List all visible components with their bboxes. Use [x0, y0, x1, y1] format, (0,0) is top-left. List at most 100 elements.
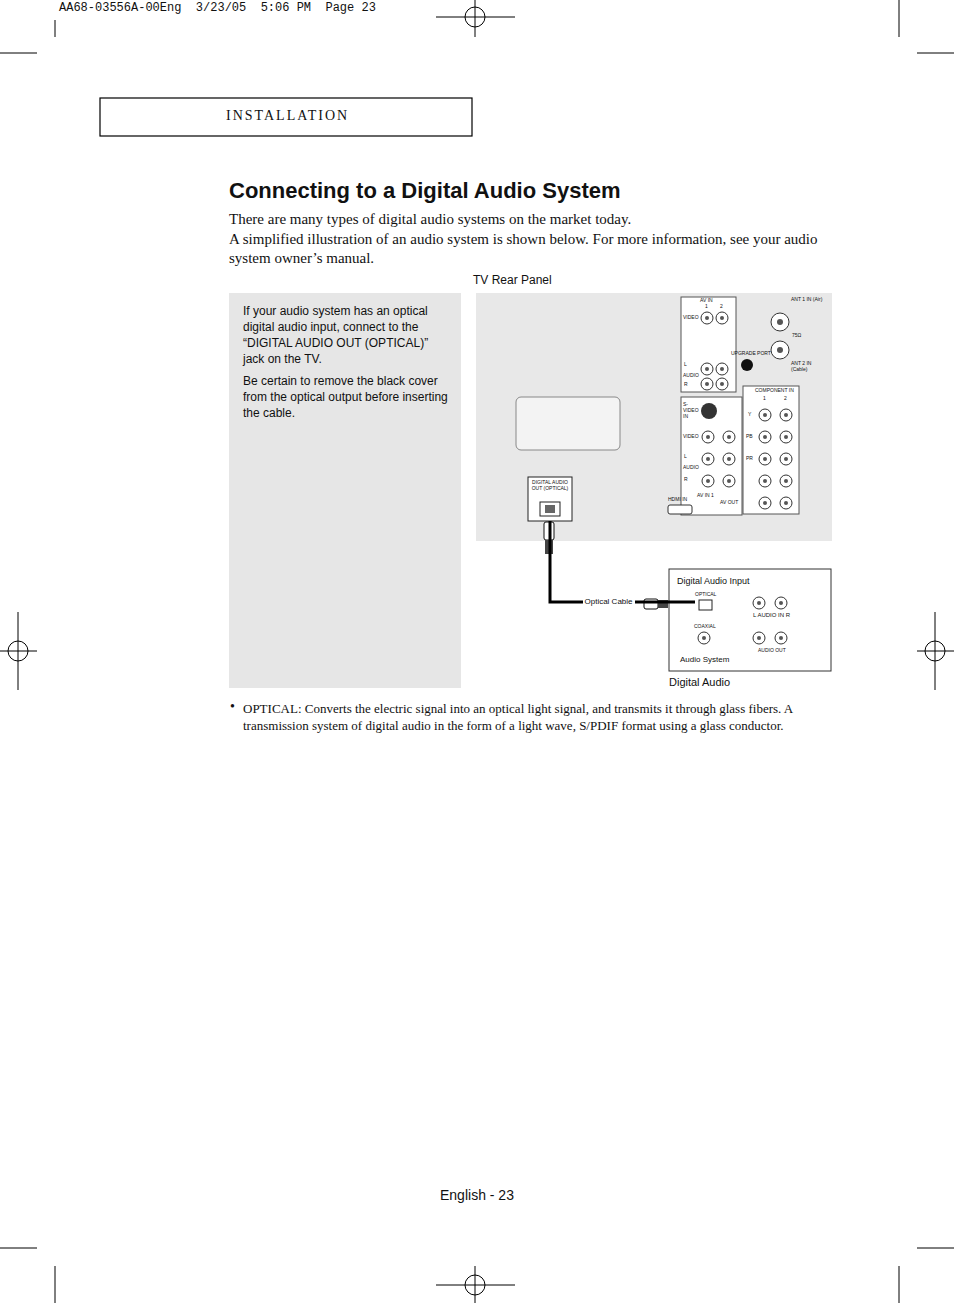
port-label: S-VIDEO IN	[683, 402, 699, 419]
optical-input-socket	[699, 600, 712, 610]
node-text: Digital Audio	[669, 676, 730, 688]
port-label: UPGRADE PORT	[731, 351, 771, 357]
rca-jack-pin	[706, 435, 710, 439]
rca-jack	[780, 431, 792, 443]
node-text: Audio System	[680, 655, 729, 664]
port-label: 1	[705, 304, 708, 310]
port-label: R	[684, 382, 688, 388]
rca-jack	[753, 597, 765, 609]
tv-rear-panel	[476, 293, 832, 541]
port-label: AV OUT	[720, 500, 738, 506]
av-in-block	[681, 297, 736, 392]
rca-jack-pin	[779, 601, 783, 605]
rca-jack	[701, 378, 713, 390]
rca-jack-pin	[702, 636, 706, 640]
crop-line	[475, 0, 476, 37]
rca-jack	[701, 363, 713, 375]
rca-jack	[702, 475, 714, 487]
bullet-text: OPTICAL: Converts the electric signal in…	[243, 700, 838, 734]
port-label: PR	[746, 456, 753, 462]
port-label: AUDIO	[683, 465, 699, 471]
antenna-jack	[771, 341, 789, 359]
rca-jack-pin	[727, 457, 731, 461]
audio-system: Digital Audio InputAudio SystemDigital A…	[669, 569, 831, 688]
rca-jack-pin	[720, 316, 724, 320]
rca-jack-pin	[779, 636, 783, 640]
upgrade-port	[741, 359, 753, 371]
hdmi-port	[668, 505, 692, 514]
rca-jack-pin	[784, 501, 788, 505]
intro-text: A simplified illustration of an audio sy…	[229, 230, 844, 268]
rca-jack	[716, 378, 728, 390]
rca-jack	[759, 431, 771, 443]
crop-line	[18, 612, 19, 690]
port-label: ANT 1 IN (Air)	[791, 297, 829, 303]
port-label: 2	[784, 396, 787, 402]
port-label: R	[684, 477, 688, 483]
rca-jack-pin	[727, 479, 731, 483]
rca-jack-pin	[763, 457, 767, 461]
port-label: VIDEO	[683, 315, 699, 321]
crop-line	[55, 1266, 56, 1303]
port-label: AV IN 1	[697, 493, 714, 499]
audio-system-panel	[669, 569, 831, 671]
node-text: DIGITAL AUDIO OUT (OPTICAL)	[529, 479, 571, 491]
component-block	[743, 386, 799, 514]
rca-jack	[723, 475, 735, 487]
rca-jack-pin	[727, 435, 731, 439]
rca-jack-pin	[705, 316, 709, 320]
crop-line	[475, 1266, 476, 1303]
rca-jack-pin	[784, 457, 788, 461]
crop-line	[55, 20, 56, 37]
rca-jack	[723, 431, 735, 443]
rca-jack	[780, 409, 792, 421]
rca-jack	[780, 453, 792, 465]
optical-input-jack: OPTICAL	[695, 591, 725, 611]
node-text: Be certain to remove the black cover fro…	[243, 373, 449, 421]
port-label: 1	[763, 396, 766, 402]
rca-jack	[698, 632, 710, 644]
antenna-jack-pin	[777, 347, 783, 353]
port-label: PB	[746, 434, 753, 440]
intro-text: There are many types of digital audio sy…	[229, 210, 844, 229]
node-text: OPTICAL	[695, 591, 725, 597]
port-label: L AUDIO IN R	[753, 612, 790, 619]
rca-jack-pin	[784, 435, 788, 439]
s-video-jack	[701, 403, 717, 419]
rca-jack	[775, 597, 787, 609]
print-slug: AA68-03556A-00Eng 3/23/05 5:06 PM Page 2…	[59, 2, 376, 16]
note-panel	[229, 293, 461, 688]
optical-cable	[550, 521, 695, 602]
optical-jack-socket	[540, 502, 560, 516]
rca-jack	[775, 632, 787, 644]
crop-line	[917, 1248, 954, 1249]
port-label: VIDEO	[683, 434, 699, 440]
crop-line	[0, 1248, 37, 1249]
rca-jack	[702, 453, 714, 465]
rca-jack	[759, 475, 771, 487]
rca-jack	[759, 453, 771, 465]
crop-line	[899, 1266, 900, 1303]
section-header: INSTALLATION	[226, 108, 349, 124]
rca-jack-pin	[757, 601, 761, 605]
tv-rear-panel: TV Rear PanelDIGITAL AUDIO OUT (OPTICAL)	[476, 293, 832, 541]
port-label: Y	[748, 412, 751, 418]
rca-jack-pin	[705, 382, 709, 386]
rca-jack-pin	[720, 382, 724, 386]
note-box: If your audio system has an optical digi…	[229, 293, 461, 688]
rca-jack-pin	[706, 457, 710, 461]
page-number: English - 23	[440, 1187, 514, 1203]
cable-label: Optical Cable	[582, 597, 634, 606]
port-label: L	[684, 362, 687, 368]
rca-jack	[753, 632, 765, 644]
rca-jack-pin	[784, 479, 788, 483]
port-label: ANT 2 IN (Cable)	[791, 361, 829, 373]
node-text: If your audio system has an optical digi…	[243, 303, 449, 367]
crop-line	[917, 53, 954, 54]
bullet: •	[230, 699, 235, 715]
rca-jack	[780, 475, 792, 487]
port-label: 75Ω	[792, 333, 801, 339]
rca-jack	[702, 431, 714, 443]
panel-recess	[516, 397, 620, 450]
